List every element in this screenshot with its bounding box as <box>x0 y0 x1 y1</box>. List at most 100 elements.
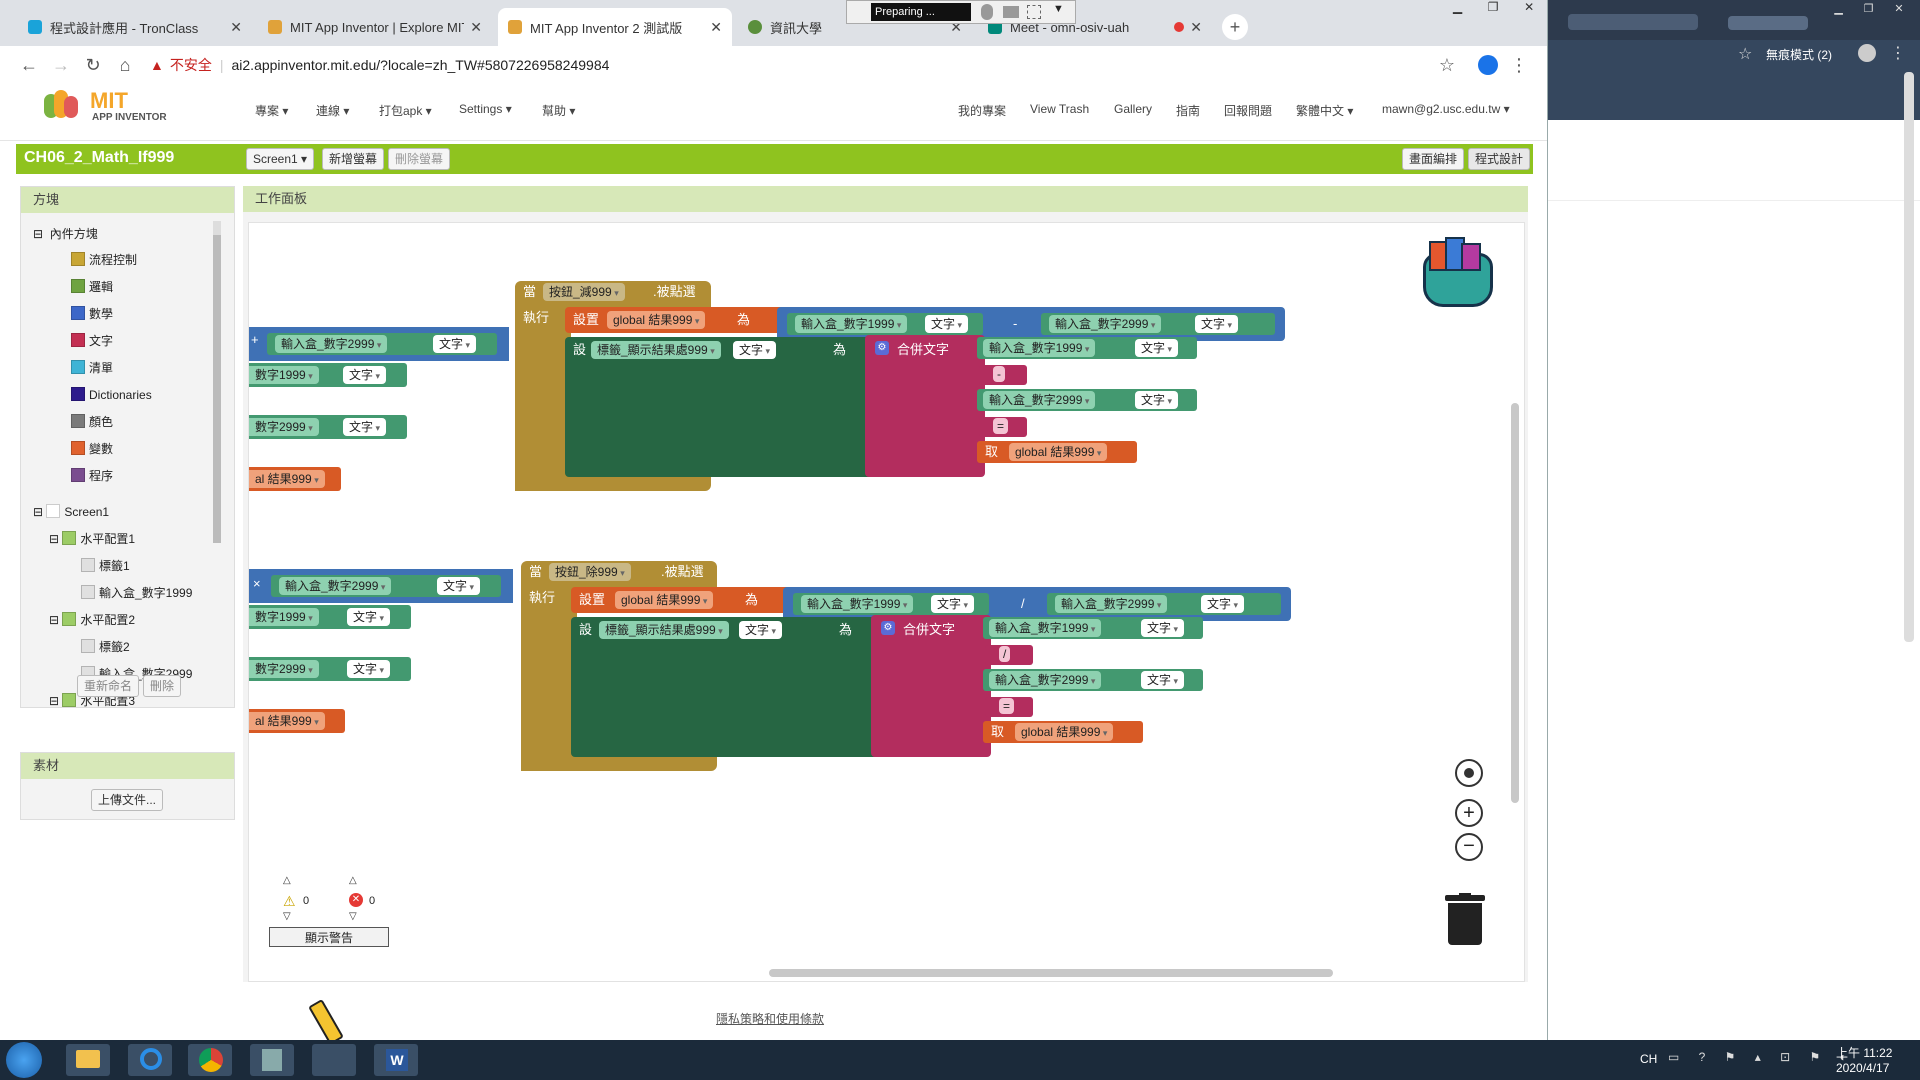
browser-tab-university[interactable]: 資訊大學 ✕ <box>738 8 972 46</box>
warning-up-arrow-icon[interactable]: △ <box>283 875 291 886</box>
error-up-arrow-icon[interactable]: △ <box>349 875 357 886</box>
menu-project[interactable]: 專案 ▾ <box>255 104 289 118</box>
join-text-block-2[interactable] <box>871 615 991 757</box>
back-arrow-icon[interactable]: ← <box>20 55 38 75</box>
menu-gallery[interactable]: Gallery <box>1114 102 1153 116</box>
error-down-arrow-icon[interactable]: ▽ <box>349 911 357 922</box>
app-inventor-logo-icon[interactable] <box>44 88 80 124</box>
set-label-block-2[interactable] <box>571 617 881 757</box>
blocks-button[interactable]: 程式設計 <box>1468 148 1531 170</box>
browser-tab-app-inventor[interactable]: MIT App Inventor 2 測試版 ✕ <box>498 8 732 46</box>
builtin-category-item[interactable]: 變數 <box>71 440 113 458</box>
builtin-category-item[interactable]: 程序 <box>71 467 113 485</box>
maximize-icon[interactable]: ❐ <box>1863 3 1874 15</box>
builtin-category-item[interactable]: Dictionaries <box>71 386 152 404</box>
new-tab-button[interactable]: + <box>1222 14 1248 40</box>
zoom-out-icon[interactable]: − <box>1455 833 1483 861</box>
reload-icon[interactable]: ↻ <box>85 55 101 75</box>
gear-icon[interactable]: ⚙ <box>881 621 895 635</box>
url-text[interactable]: ai2.appinventor.mit.edu/?locale=zh_TW#58… <box>231 57 610 73</box>
menu-guide[interactable]: 指南 <box>1176 104 1201 118</box>
collapse-icon[interactable]: ⊟ <box>49 613 63 627</box>
component-tree-item[interactable]: ⊟ 水平配置3 <box>49 693 136 708</box>
tray-icons[interactable]: ▭ ? ⚑ ▴ ⊡ ⚑ ◐ <box>1668 1050 1855 1064</box>
delete-button[interactable]: 刪除 <box>143 675 182 697</box>
chevron-down-icon[interactable]: ▼ <box>1053 3 1064 15</box>
builtin-blocks-header[interactable]: ⊟ 內件方塊 <box>33 227 98 241</box>
chrome-icon[interactable] <box>188 1044 232 1076</box>
bookmark-star-icon[interactable]: ☆ <box>1738 46 1753 63</box>
component-tree-item[interactable]: ⊟ Screen1 <box>33 504 110 519</box>
browser-tab-explore-mit[interactable]: MIT App Inventor | Explore MIT ✕ <box>258 8 492 46</box>
rename-button[interactable]: 重新命名 <box>77 675 140 697</box>
omnibox[interactable]: ▲ 不安全 | ai2.appinventor.mit.edu/?locale=… <box>150 57 610 73</box>
warning-down-arrow-icon[interactable]: ▽ <box>283 911 291 922</box>
incognito-scrollbar[interactable] <box>1904 72 1914 642</box>
collapse-icon[interactable]: ⊟ <box>49 532 63 546</box>
close-tab-icon[interactable]: ✕ <box>950 18 962 35</box>
component-tree-item[interactable]: 標籤1 <box>65 557 130 575</box>
region-select-icon[interactable] <box>1027 5 1041 19</box>
start-button-icon[interactable] <box>6 1042 42 1078</box>
close-tab-icon[interactable]: ✕ <box>470 18 482 35</box>
collapse-icon[interactable]: ⊟ <box>33 227 44 241</box>
minimize-icon[interactable]: ▁ <box>1452 0 1463 14</box>
join-text-block-1[interactable] <box>865 335 985 477</box>
builtin-category-item[interactable]: 清單 <box>71 359 113 377</box>
upload-file-button[interactable]: 上傳文件... <box>91 789 164 811</box>
collapse-icon[interactable]: ⊟ <box>49 694 63 708</box>
collapse-icon[interactable]: ⊟ <box>33 505 47 519</box>
menu-my-projects[interactable]: 我的專案 <box>958 104 1007 118</box>
internet-explorer-icon[interactable] <box>128 1044 172 1076</box>
forward-arrow-icon[interactable]: → <box>52 55 70 75</box>
close-tab-icon[interactable]: ✕ <box>1190 18 1202 35</box>
builtin-category-item[interactable]: 文字 <box>71 332 113 350</box>
browser-tab-tronclass[interactable]: 程式設計應用 - TronClass ✕ <box>18 8 252 46</box>
component-tree-item[interactable]: 標籤2 <box>65 638 130 656</box>
more-vert-icon[interactable]: ⋮ <box>1890 45 1906 62</box>
menu-account[interactable]: mawn@g2.usc.edu.tw ▾ <box>1382 102 1510 116</box>
blocks-canvas[interactable]: 當 按鈕_減999 .被點選 執行 設置 global 結果999 為 輸入盒_… <box>248 222 1525 982</box>
menu-build[interactable]: 打包apk ▾ <box>379 104 432 118</box>
show-warnings-button[interactable]: 顯示警告 <box>269 927 389 947</box>
close-window-icon[interactable]: ✕ <box>1894 3 1904 15</box>
floppy-app-icon[interactable] <box>250 1044 294 1076</box>
builtin-category-item[interactable]: 邏輯 <box>71 278 113 296</box>
divide-button-dropdown[interactable]: 按鈕_除999 <box>549 563 631 581</box>
component-tree-item[interactable]: ⊟ 水平配置2 <box>49 612 136 627</box>
component-tree-item[interactable]: ⊟ 水平配置1 <box>49 531 136 546</box>
input-language[interactable]: CH <box>1640 1052 1658 1066</box>
designer-button[interactable]: 畫面編排 <box>1402 148 1465 170</box>
clock-time[interactable]: 上午 11:22 <box>1836 1046 1893 1060</box>
recenter-icon[interactable] <box>1455 759 1483 787</box>
camera-icon[interactable] <box>1003 6 1019 18</box>
backpack-icon[interactable] <box>1415 237 1501 309</box>
menu-language[interactable]: 繁體中文 ▾ <box>1296 104 1354 118</box>
workspace-h-scrollbar[interactable] <box>769 969 1333 977</box>
clock-date[interactable]: 2020/4/17 <box>1836 1061 1890 1075</box>
microphone-icon[interactable] <box>981 4 993 20</box>
bookmark-star-icon[interactable]: ☆ <box>1438 55 1456 75</box>
close-tab-icon[interactable]: ✕ <box>710 18 722 35</box>
screen-select[interactable]: Screen1 ▾ <box>246 148 315 170</box>
workspace-v-scrollbar[interactable] <box>1511 403 1519 803</box>
profile-avatar[interactable] <box>1478 55 1498 75</box>
more-vert-icon[interactable]: ⋮ <box>1510 55 1528 75</box>
incognito-avatar-icon[interactable] <box>1858 44 1876 62</box>
maximize-icon[interactable]: ❐ <box>1487 0 1499 14</box>
remove-screen-button[interactable]: 刪除螢幕 <box>388 148 451 170</box>
set-label-block-1[interactable] <box>565 337 875 477</box>
close-window-icon[interactable]: ✕ <box>1524 0 1535 14</box>
privacy-policy-link[interactable]: 隱私策略和使用條款 <box>716 1012 825 1026</box>
builtin-category-item[interactable]: 流程控制 <box>71 251 137 269</box>
builtin-category-item[interactable]: 數學 <box>71 305 113 323</box>
file-explorer-icon[interactable] <box>66 1044 110 1076</box>
minimize-icon[interactable]: ▁ <box>1834 3 1843 15</box>
pencil-app-icon[interactable] <box>312 1044 356 1076</box>
menu-help[interactable]: 幫助 ▾ <box>542 104 576 118</box>
close-tab-icon[interactable]: ✕ <box>230 18 242 35</box>
subtract-button-dropdown[interactable]: 按鈕_減999 <box>543 283 625 301</box>
add-screen-button[interactable]: 新增螢幕 <box>322 148 385 170</box>
menu-report-issue[interactable]: 回報問題 <box>1224 104 1273 118</box>
zoom-in-icon[interactable]: + <box>1455 799 1483 827</box>
